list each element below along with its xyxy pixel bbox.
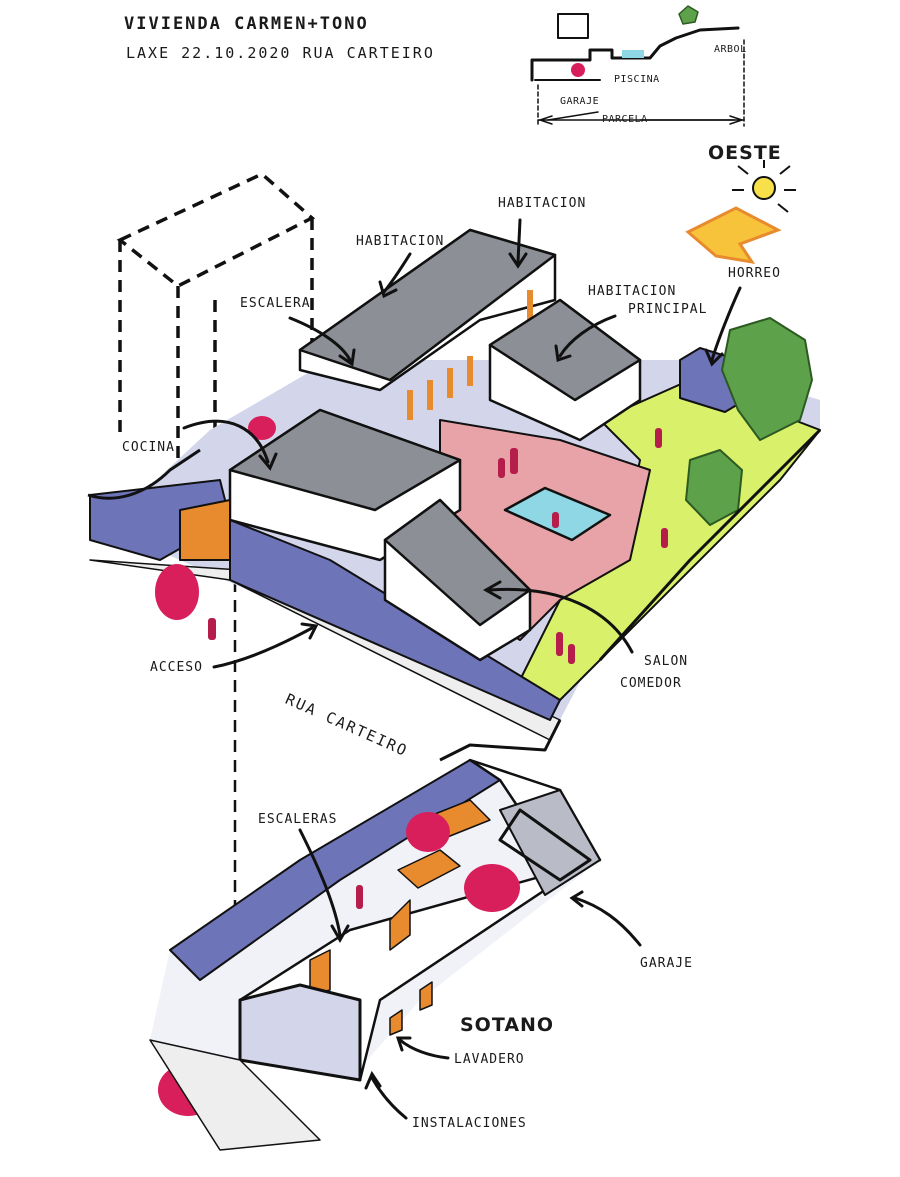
label-habitacion-2: HABITACION — [356, 234, 445, 249]
label-horreo: HORREO — [728, 266, 781, 281]
ground-floor-axonometric — [87, 228, 822, 762]
car-basement-2 — [464, 864, 520, 912]
basement-laundry-room — [238, 983, 362, 1082]
section-label-garaje: GARAJE — [560, 96, 600, 107]
label-lavadero: LAVADERO — [454, 1052, 525, 1067]
section-house-box — [557, 13, 589, 39]
section-car — [571, 63, 585, 77]
roof-kitchen — [228, 408, 462, 512]
car-roof-hint — [248, 416, 276, 440]
tree-large — [721, 317, 813, 441]
sun-icon — [752, 176, 776, 200]
label-comedor: COMEDOR — [620, 676, 682, 691]
label-habitacion-1: HABITACION — [498, 196, 587, 211]
window-strip-north — [407, 290, 533, 420]
annotation-arrows — [182, 111, 745, 1120]
drawing-date-location: LAXE 22.10.2020 RUA CARTEIRO — [126, 44, 435, 62]
roof-north-wing — [298, 228, 557, 382]
car-ground-floor — [155, 564, 199, 620]
label-escaleras: ESCALERAS — [258, 812, 338, 827]
label-habitacion-principal-1: HABITACION — [588, 284, 677, 299]
basement-axonometric — [149, 758, 602, 1151]
people-figures — [208, 428, 668, 664]
section-label-parcela: PARCELA — [602, 114, 648, 125]
orientation-label: OESTE — [708, 142, 782, 164]
section-ground-line — [530, 26, 740, 82]
section-pool — [622, 50, 644, 58]
label-instalaciones: INSTALACIONES — [412, 1116, 527, 1131]
orientation-sun — [685, 160, 796, 265]
section-tree — [678, 5, 699, 25]
basement-title: SOTANO — [460, 1014, 555, 1036]
label-habitacion-principal-2: PRINCIPAL — [628, 302, 708, 317]
label-cocina: COCINA — [122, 440, 175, 455]
car-basement-1 — [406, 812, 450, 852]
sun-pad — [685, 206, 782, 265]
label-acceso: ACCESO — [150, 660, 203, 675]
label-garaje-basement: GARAJE — [640, 956, 693, 971]
label-salon: SALON — [644, 654, 689, 669]
section-label-arbol: ARBOL — [714, 44, 747, 55]
section-label-piscina: PISCINA — [614, 74, 660, 85]
label-escalera: ESCALERA — [240, 296, 311, 311]
garage-door — [179, 499, 231, 561]
stone-wall-street — [229, 519, 561, 721]
basement-ramp — [149, 1039, 321, 1151]
person-basement — [356, 885, 363, 909]
drawing-title: VIVIENDA CARMEN+TONO — [124, 14, 369, 34]
